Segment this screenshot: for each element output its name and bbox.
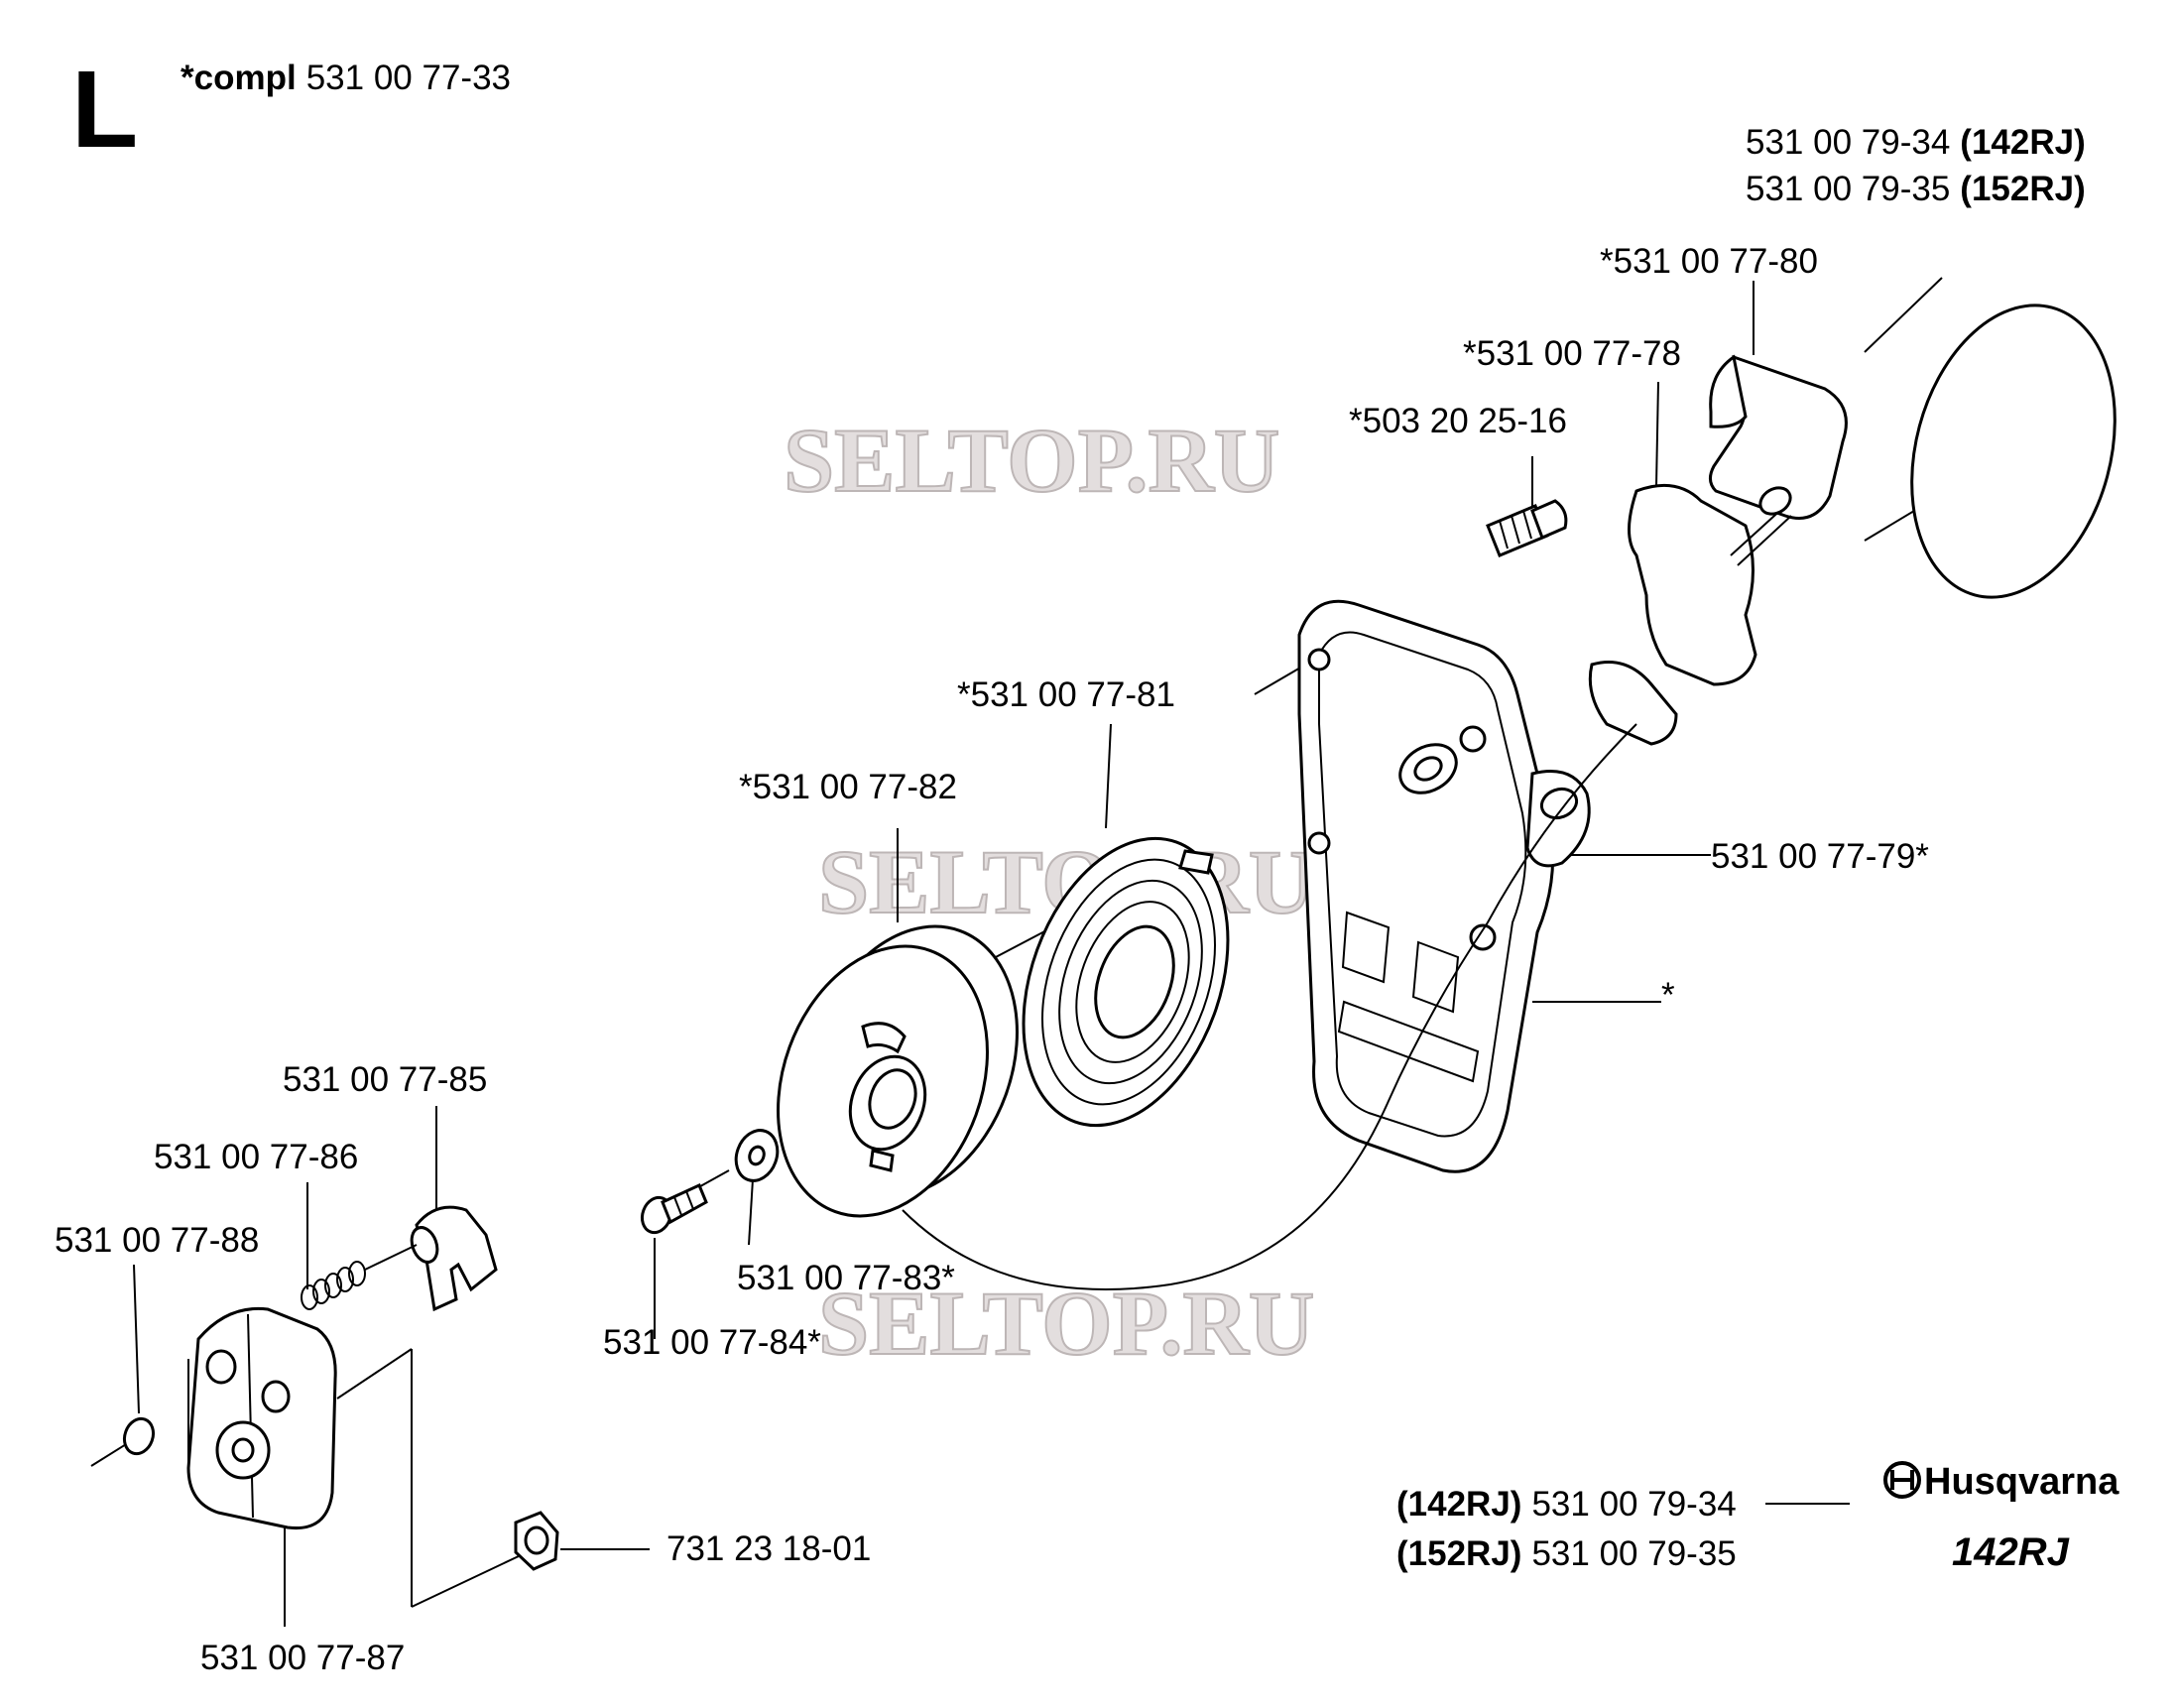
rope-pulley <box>777 924 1019 1218</box>
label-731-23-18-01: 731 23 18-01 <box>666 1529 871 1568</box>
pawl-spring <box>301 1244 418 1310</box>
label-531-00-77-78: *531 00 77-78 <box>1463 334 1681 373</box>
washer <box>734 1129 780 1182</box>
watermark-middle: SELTOP.RU <box>818 831 1314 932</box>
label-housing-star: * <box>1661 976 1675 1015</box>
label-503-20-25-16: *503 20 25-16 <box>1349 402 1567 440</box>
husqvarna-crown-logo-icon <box>1883 1461 1921 1499</box>
label-531-00-77-83: 531 00 77-83* <box>737 1259 955 1297</box>
section-letter: L <box>71 49 138 171</box>
footer-row-152rj: (152RJ)531 00 79-35 <box>1396 1534 1737 1573</box>
watermark-top: SELTOP.RU <box>784 410 1279 511</box>
housing-bolt <box>1486 499 1568 557</box>
label-531-00-77-84: 531 00 77-84* <box>603 1323 821 1362</box>
label-531-00-77-82: *531 00 77-82 <box>739 768 957 806</box>
brand-name: Husqvarna <box>1924 1461 2119 1503</box>
starter-pawl <box>410 1205 498 1312</box>
starter-handle <box>1588 354 1848 746</box>
label-531-00-77-79: 531 00 77-79* <box>1711 837 1929 876</box>
label-531-00-77-81: *531 00 77-81 <box>957 675 1175 714</box>
footer-row-142rj: (142RJ)531 00 79-34 <box>1396 1485 1737 1524</box>
label-531-00-77-88: 531 00 77-88 <box>55 1221 259 1260</box>
label-531-00-77-85: 531 00 77-85 <box>283 1060 487 1099</box>
starter-decal-disc <box>1910 304 2117 599</box>
watermark-bottom: SELTOP.RU <box>818 1273 1314 1374</box>
starter-rope <box>902 723 1637 1290</box>
recoil-spring <box>1022 836 1230 1128</box>
model-name: 142RJ <box>1952 1530 2070 1574</box>
circlip <box>122 1416 156 1456</box>
pulley-screw <box>640 1182 708 1235</box>
label-531-00-77-80: *531 00 77-80 <box>1600 242 1818 281</box>
label-531-00-79-34: 531 00 79-34(142RJ) <box>1746 123 2086 162</box>
starter-housing <box>1297 599 1591 1173</box>
label-531-00-77-87: 531 00 77-87 <box>200 1639 405 1677</box>
hex-nut <box>514 1511 559 1571</box>
pawl-carrier <box>186 1306 337 1530</box>
label-531-00-77-86: 531 00 77-86 <box>154 1138 358 1176</box>
label-531-00-79-35: 531 00 79-35(152RJ) <box>1746 170 2086 208</box>
